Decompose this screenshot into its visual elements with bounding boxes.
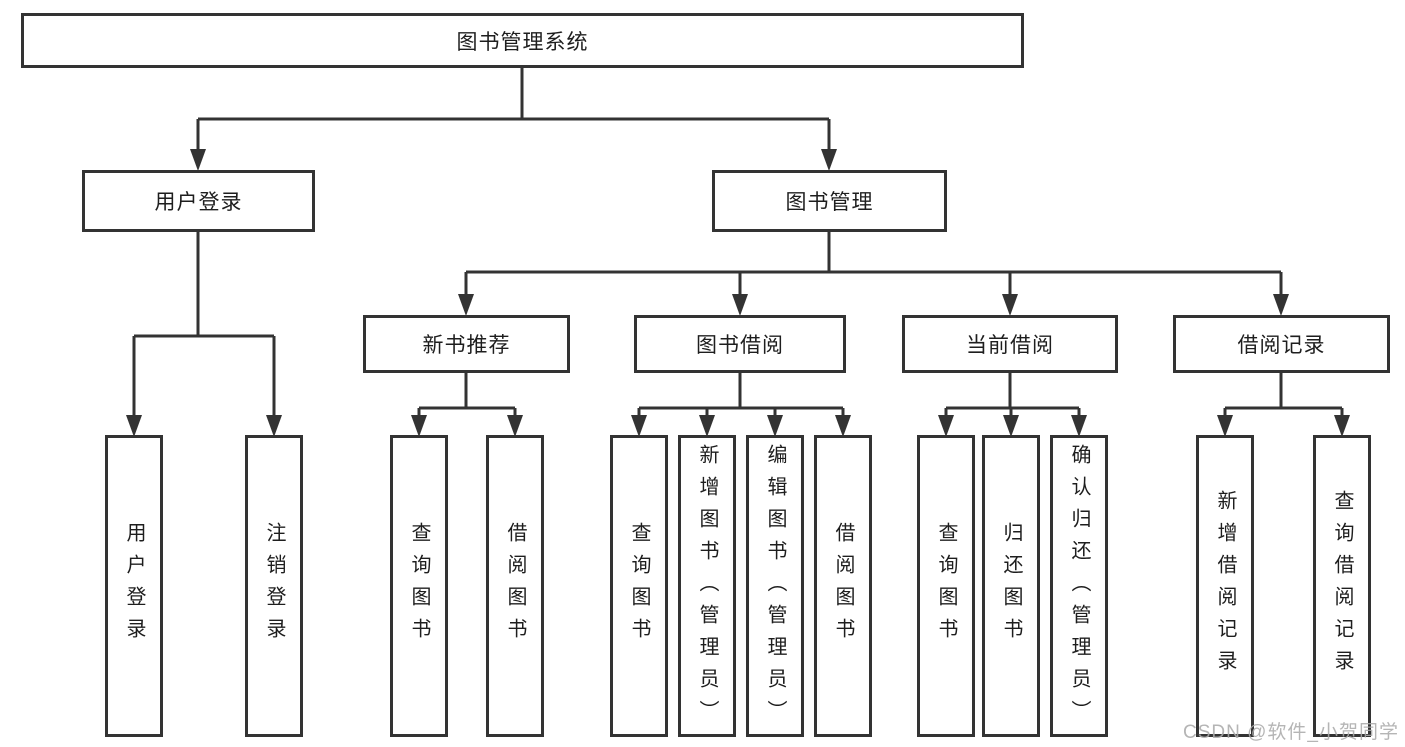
node-leaf-confirm-return-admin: 确认归还（管理员）	[1050, 435, 1108, 737]
node-leaf-query-borrow-record: 查询借阅记录	[1313, 435, 1371, 737]
node-leaf-borrow-book-recommend: 借阅图书	[486, 435, 544, 737]
node-leaf-query-book-current: 查询图书	[917, 435, 975, 737]
node-leaf-borrow-book: 借阅图书	[814, 435, 872, 737]
node-leaf-add-book-admin: 新增图书（管理员）	[678, 435, 736, 737]
node-leaf-query-book-recommend: 查询图书	[390, 435, 448, 737]
node-book-management: 图书管理	[712, 170, 947, 232]
node-leaf-query-book-borrow: 查询图书	[610, 435, 668, 737]
node-leaf-return-book: 归还图书	[982, 435, 1040, 737]
node-leaf-logout: 注销登录	[245, 435, 303, 737]
arrowhead-icons	[126, 149, 1350, 437]
node-new-book-recommend: 新书推荐	[363, 315, 570, 373]
node-leaf-user-login: 用户登录	[105, 435, 163, 737]
node-leaf-add-borrow-record: 新增借阅记录	[1196, 435, 1254, 737]
node-leaf-edit-book-admin: 编辑图书（管理员）	[746, 435, 804, 737]
node-user-login: 用户登录	[82, 170, 315, 232]
node-borrow-records: 借阅记录	[1173, 315, 1390, 373]
node-book-borrow: 图书借阅	[634, 315, 846, 373]
node-root-system: 图书管理系统	[21, 13, 1024, 68]
node-current-borrow: 当前借阅	[902, 315, 1118, 373]
watermark: CSDN @软件_小贺同学	[1183, 722, 1399, 743]
